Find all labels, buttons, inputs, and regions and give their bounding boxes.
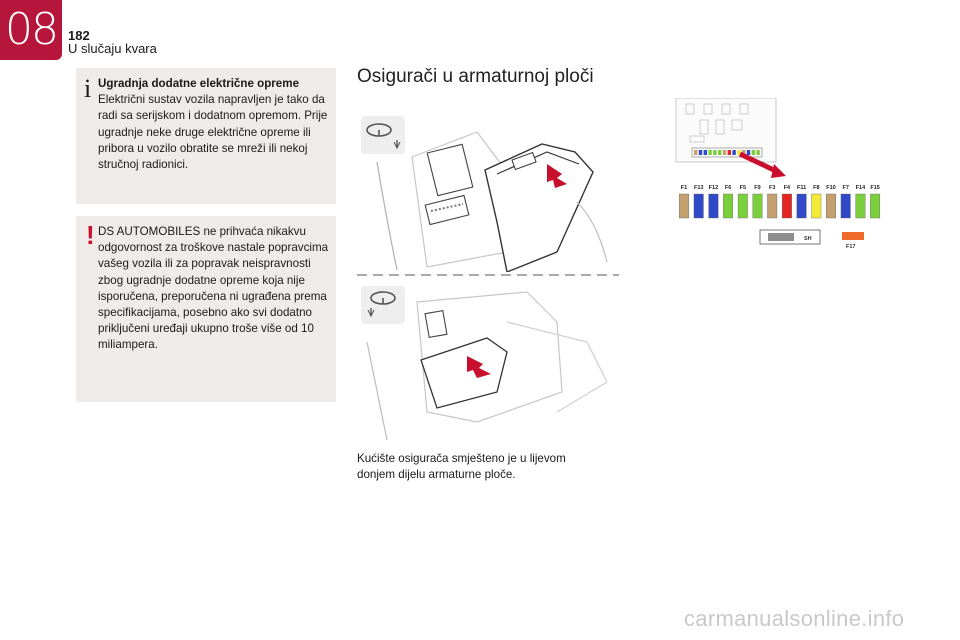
- f17-label: F17: [846, 244, 855, 250]
- mini-fuse-f3: [722, 150, 727, 155]
- fuse-f15: [870, 193, 881, 219]
- fuse-label-f3: F3: [769, 185, 775, 191]
- fuse-label-f10: F10: [826, 185, 835, 191]
- mini-fuse-f4: [727, 150, 731, 155]
- section-title: U slučaju kvara: [68, 41, 157, 56]
- mini-fuse-f10: [742, 150, 746, 155]
- info-text: Ugradnja dodatne električne opreme Elekt…: [98, 76, 330, 173]
- mini-fuse-f1: [694, 150, 698, 155]
- fuse-f10: [826, 193, 836, 219]
- page-number: 182: [68, 28, 90, 43]
- fuse-f9: [752, 193, 763, 219]
- fuse-label-f4: F4: [784, 185, 791, 191]
- mini-fuse-f5: [713, 150, 717, 155]
- fuse-f6: [723, 193, 734, 219]
- fuse-labels: F1 F13 F12 F6 F5 F9 F3 F4 F11 F8 F10 F7 F14 F15: [681, 185, 880, 191]
- fuse-f5: [737, 193, 748, 219]
- mini-fuse-f11: [732, 150, 736, 155]
- mini-fuse-row: [694, 150, 760, 155]
- mini-fuse-f14: [751, 150, 755, 155]
- caption: Kućište osigurača smješteno je u lijevom…: [357, 452, 566, 481]
- main-title: Osigurači u armaturnoj ploči: [357, 66, 594, 87]
- fuse-f12: [708, 193, 719, 219]
- fuse-label-f13: F13: [694, 185, 703, 191]
- fuse-label-f11: F11: [797, 185, 806, 191]
- info-icon: i: [84, 74, 92, 103]
- fuse-label-f14: F14: [856, 185, 866, 191]
- mini-fuse-f9: [718, 150, 722, 155]
- fuse-f14: [855, 193, 866, 219]
- fuse-f1: [679, 193, 689, 219]
- watermark: carmanualsonline.info: [684, 606, 905, 631]
- mini-fuse-f8: [737, 150, 741, 155]
- fuse-f8: [811, 193, 822, 219]
- fuse-f4: [781, 193, 792, 219]
- fusebox-outline: [675, 98, 777, 163]
- fuse-f7: [840, 193, 851, 219]
- fuse-label-f6: F6: [725, 185, 731, 191]
- warning-text: DS AUTOMOBILES ne prihvaća nikakvu odgov…: [98, 224, 330, 354]
- fuse-f3: [767, 193, 778, 219]
- steering-wheel-icon: [361, 116, 405, 154]
- warning-box: ! DS AUTOMOBILES ne prihvaća nikakvu odg…: [76, 216, 336, 402]
- fuse-label-f15: F15: [870, 185, 879, 191]
- fuse-label-f5: F5: [740, 185, 746, 191]
- mini-fuse-f15: [756, 150, 760, 155]
- steering-wheel-icon: [361, 286, 405, 324]
- mini-fuse-f12: [703, 150, 707, 155]
- info-heading: Ugradnja dodatne električne opreme: [98, 77, 300, 90]
- fusebox-illustration-bottom: [361, 286, 608, 440]
- warning-icon: !: [86, 220, 95, 250]
- mini-fuse-f7: [746, 150, 751, 155]
- fuse-f13: [693, 193, 704, 219]
- fuse-f11: [796, 193, 807, 219]
- fuse-f17: F17: [842, 232, 864, 250]
- glovebox-illustration-top: [361, 116, 608, 272]
- fuse-label-f8: F8: [813, 185, 819, 191]
- mini-fuse-f6: [708, 150, 712, 155]
- info-box: i Ugradnja dodatne električne opreme Ele…: [76, 68, 336, 204]
- info-body: Električni sustav vozila napravljen je t…: [98, 93, 328, 172]
- warning-body: DS AUTOMOBILES ne prihvaća nikakvu odgov…: [98, 225, 329, 352]
- fuse-label-f1: F1: [681, 185, 687, 191]
- shunt-label: SH: [804, 236, 812, 242]
- shunt: SH: [759, 229, 821, 245]
- illustration-separator: [357, 274, 619, 276]
- fuse-label-f7: F7: [842, 185, 848, 191]
- fuse-label-f12: F12: [709, 185, 718, 191]
- fuse-diagram: F1 F13 F12 F6 F5 F9 F3 F4 F11 F8 F10 F7 F14 F15 SH F1…: [675, 98, 881, 250]
- fuse-bodies: [679, 193, 881, 219]
- chapter-tab: 08: [0, 0, 62, 60]
- mini-fuse-f13: [698, 150, 703, 155]
- fuse-label-f9: F9: [754, 185, 760, 191]
- arrow-icon: [771, 164, 786, 178]
